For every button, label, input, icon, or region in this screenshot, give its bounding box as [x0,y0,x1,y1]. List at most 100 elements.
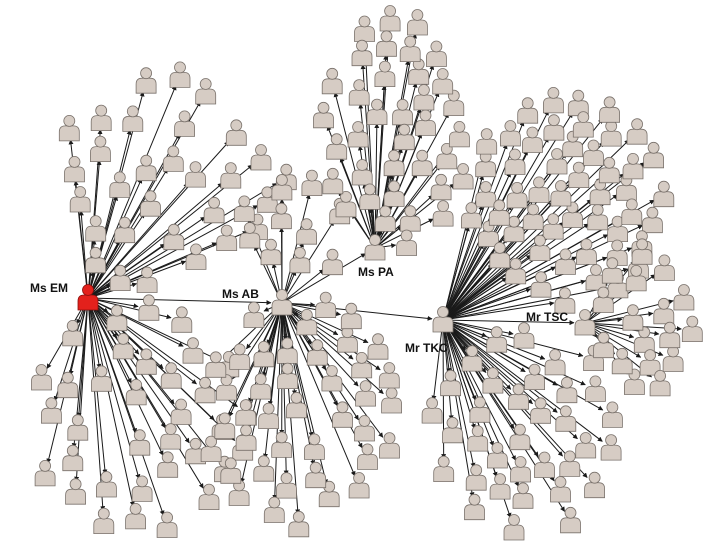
person-icon [430,173,452,201]
person-icon [64,155,85,183]
contact-edge [446,217,623,319]
contact-edge [445,177,602,318]
person-icon [505,257,527,285]
person-icon [378,362,400,389]
person-icon [631,238,653,265]
contact-edge [443,323,475,498]
person-icon [413,84,435,111]
person-icon [513,322,535,349]
person-icon [301,169,323,197]
person-icon [253,455,275,482]
person-icon [522,126,543,153]
person-icon [560,506,581,534]
person-icon [271,174,293,201]
person-icon [336,326,358,353]
person-icon [276,337,298,364]
person-icon [556,376,578,404]
person-icon [357,443,378,470]
contact-edge [254,245,281,300]
contact-edge [446,321,526,373]
person-icon [499,120,521,147]
person-icon [114,216,136,244]
person-icon [233,195,255,222]
person-icon [544,348,566,376]
person-icon [489,473,511,500]
contact-edge [223,305,280,359]
contact-edge [282,193,311,300]
person-icon [67,414,89,441]
hub-label-ms-ab: Ms AB [222,287,259,301]
contact-edge [446,301,555,320]
contact-edge [446,277,507,319]
person-icon [235,424,257,451]
person-icon [260,238,282,266]
person-icon [486,442,508,469]
hub-label-ms-pa: Ms PA [358,265,394,279]
person-icon [203,196,225,224]
person-icon [415,109,436,136]
person-icon [135,154,157,182]
person-icon [253,340,275,368]
person-icon [585,264,607,291]
person-icon [583,139,604,166]
person-icon [529,234,551,262]
person-icon [381,387,403,414]
person-icon [31,364,52,391]
person-icon [354,15,375,42]
person-icon [65,478,86,505]
person-icon [109,264,131,292]
person-icon [626,118,648,145]
person-icon [216,374,237,401]
person-icon [440,369,462,397]
person-icon [575,432,597,459]
contact-edge [443,323,476,430]
person-icon [448,120,470,148]
hub-person-icon-ms-em [77,284,99,311]
labels-layer: Ms EM Ms AB Ms PA Mr TKC Mr TSC [30,265,568,355]
person-icon [503,215,525,243]
person-icon [185,243,207,270]
person-icon [169,61,191,88]
contact-edge [90,141,230,296]
contact-edge [89,301,132,384]
person-icon [633,326,655,353]
person-icon [138,294,160,321]
person-icon [174,110,196,137]
person-icon [639,349,661,376]
edge-ms-ab-to-ms-pa [285,253,366,302]
person-icon [554,287,576,314]
person-icon [475,181,497,208]
person-icon [129,429,151,456]
person-icon [662,345,684,372]
contact-edge [87,301,106,512]
person-icon [136,266,158,293]
person-icon [271,431,293,458]
contact-edge [445,322,578,440]
person-icon [57,371,79,399]
person-icon [528,176,550,203]
person-icon [348,472,370,499]
person-icon [170,398,192,425]
person-icon [182,337,204,364]
person-icon [214,412,236,439]
person-icon [568,161,590,189]
person-icon [321,67,343,95]
person-icon [286,391,307,419]
person-icon [263,496,285,523]
person-icon [522,203,544,230]
person-icon [112,332,134,360]
person-icon [467,425,489,452]
person-icon [383,180,405,207]
contact-edge [431,323,444,401]
person-icon [476,128,498,155]
person-icon [62,319,84,347]
person-icon [250,144,272,171]
person-icon [69,186,91,213]
person-icon [478,220,499,247]
person-icon [585,375,606,402]
person-icon [425,40,447,67]
contact-edge [285,304,369,344]
person-icon [289,246,311,274]
person-icon [624,368,645,395]
person-icon [625,264,647,292]
